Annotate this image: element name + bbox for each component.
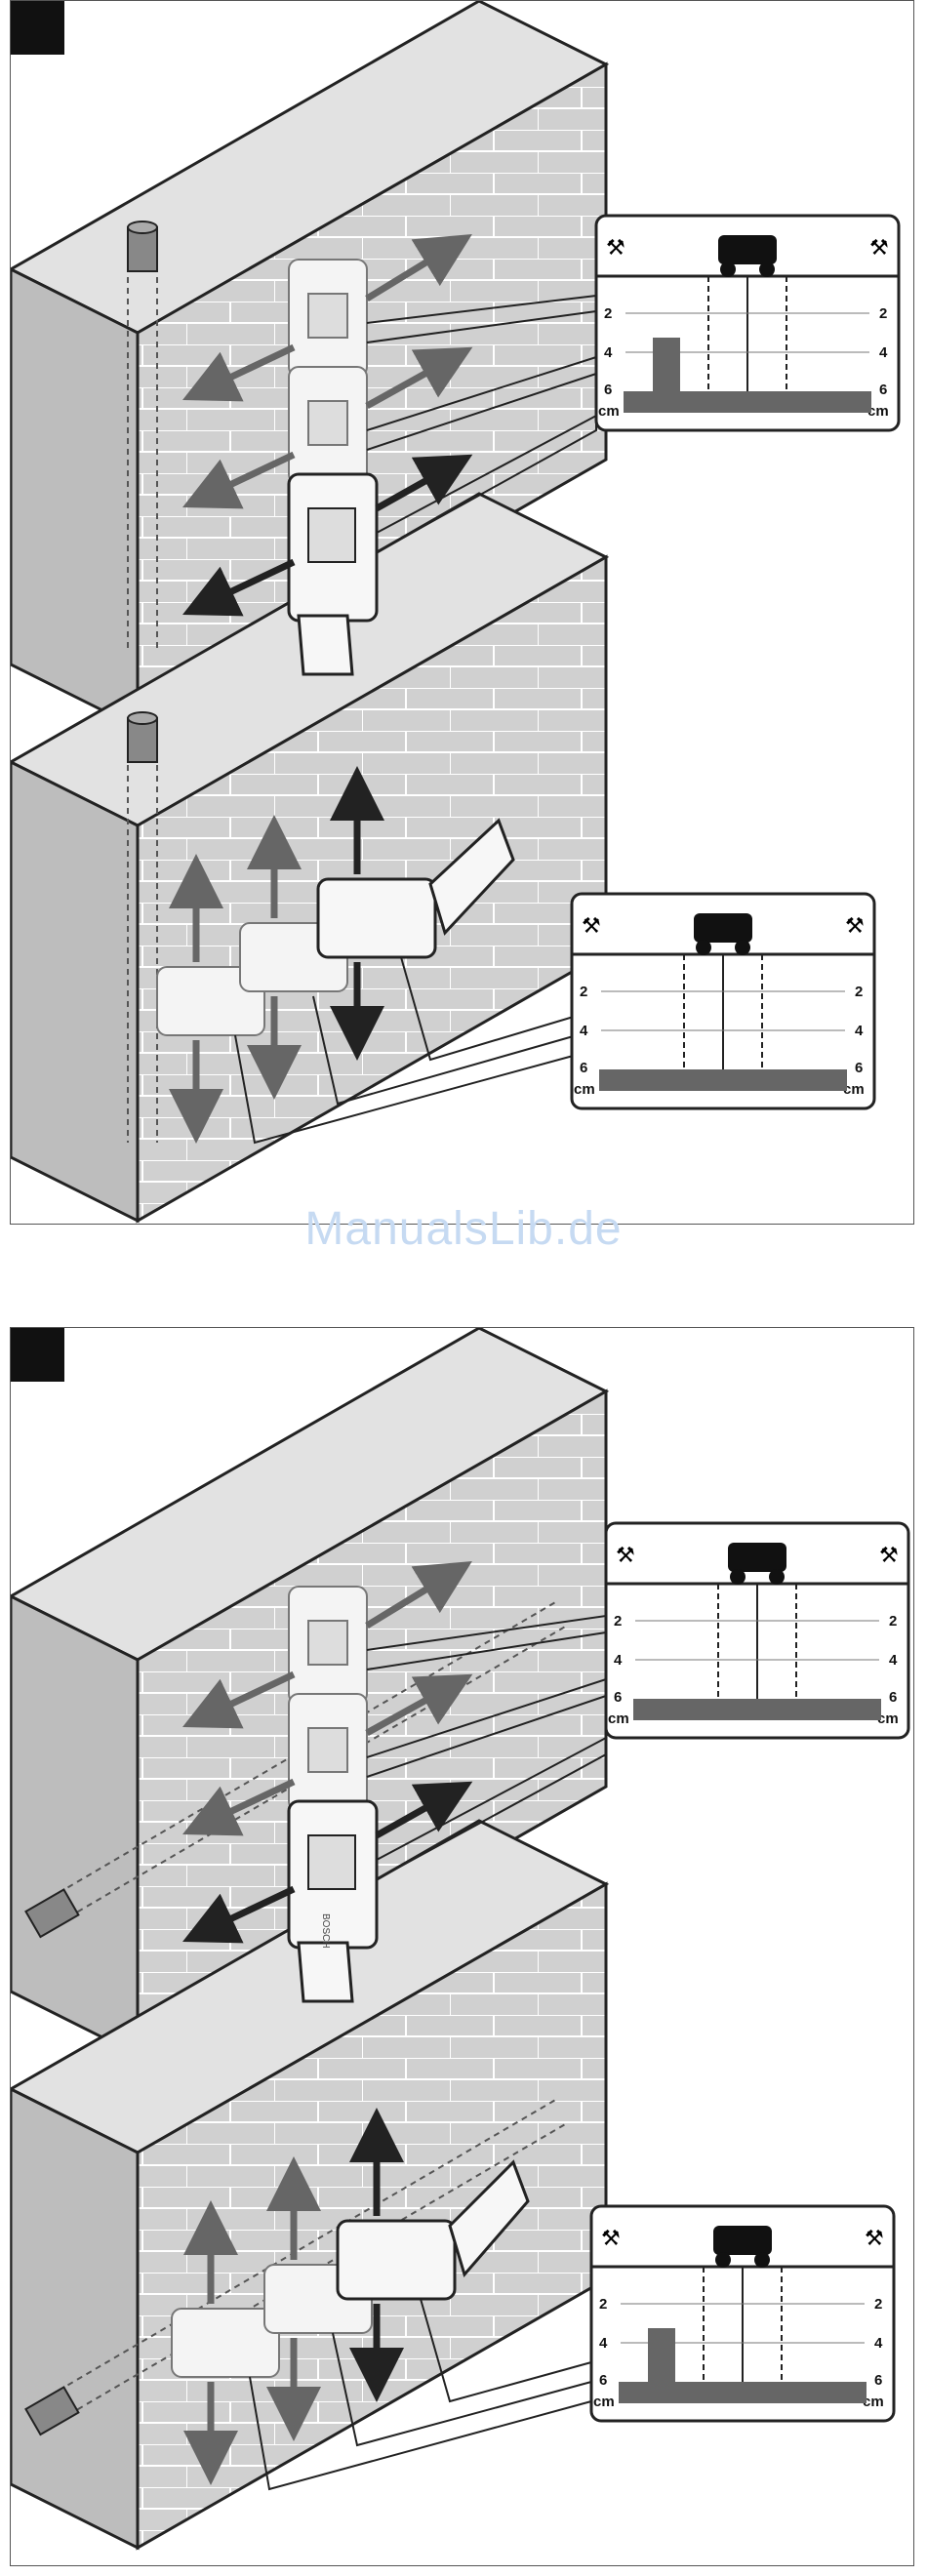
depth-label: 4	[855, 1023, 864, 1039]
device-icon	[713, 2226, 772, 2255]
detector-ghost-2	[289, 367, 367, 484]
display-panel-3: ⚒ ⚒ 2 2 4 4 6 6 cm cm	[606, 1523, 908, 1738]
drill-icon: ⚒	[601, 2226, 621, 2250]
drill-icon: ⚒	[865, 2226, 884, 2250]
depth-label: 2	[874, 2296, 882, 2313]
device-icon	[728, 1543, 786, 1572]
depth-label: 4	[580, 1023, 588, 1039]
display-panel-1: ⚒ ⚒ 2 2 4 4 6 6 cm cm	[596, 216, 899, 430]
drill-icon: ⚒	[606, 235, 625, 260]
depth-label: 6	[855, 1060, 863, 1076]
depth-label: 2	[599, 2296, 607, 2313]
depth-label: 2	[580, 984, 587, 1000]
depth-bar	[619, 2382, 867, 2403]
depth-label: 6	[604, 382, 612, 398]
drill-icon: ⚒	[879, 1543, 899, 1567]
depth-label: 2	[879, 305, 887, 322]
detector-ghost-3	[172, 2309, 279, 2377]
detector-ghost-1	[289, 260, 367, 377]
depth-bar	[633, 1699, 881, 1720]
unit-label: cm	[598, 403, 620, 420]
depth-label: 6	[580, 1060, 587, 1076]
depth-label: 6	[599, 2372, 607, 2389]
depth-label: 6	[874, 2372, 882, 2389]
depth-label: 6	[889, 1689, 897, 1706]
depth-label: 4	[614, 1652, 623, 1669]
display-panel-4: ⚒ ⚒ 2 2 4 4 6 6 cm cm	[591, 2206, 894, 2421]
drill-icon: ⚒	[869, 235, 889, 260]
detector-ghost-1	[289, 1587, 367, 1704]
display-panel-2: ⚒ ⚒ 2 2 4 4 6 6 cm cm	[572, 894, 874, 1108]
depth-label: 2	[614, 1613, 622, 1630]
drill-icon: ⚒	[845, 913, 865, 938]
figure-horizontal-stud: ⚒ ⚒ 2 2 4 4 6 6 cm cm	[10, 1327, 914, 2566]
depth-label: 4	[599, 2335, 608, 2352]
depth-label: 4	[879, 344, 888, 361]
drill-icon: ⚒	[582, 913, 601, 938]
depth-label: 4	[889, 1652, 898, 1669]
depth-label: 2	[889, 1613, 897, 1630]
figure-horizontal-illustration: ⚒ ⚒ 2 2 4 4 6 6 cm cm	[11, 1328, 914, 2566]
depth-label: 2	[604, 305, 612, 322]
depth-label: 4	[604, 344, 613, 361]
stud-bar	[653, 338, 680, 391]
unit-label: cm	[574, 1081, 595, 1098]
depth-label: 2	[855, 984, 863, 1000]
unit-label: cm	[593, 2394, 615, 2410]
watermark: ManualsLib.de	[0, 1202, 927, 1256]
figure-vertical-illustration: ⚒ ⚒ 2 2 4 4 6 6 cm cm	[11, 1, 914, 1225]
drill-icon: ⚒	[616, 1543, 635, 1567]
depth-label: 6	[879, 382, 887, 398]
depth-bar	[599, 1069, 847, 1091]
depth-label: 6	[614, 1689, 622, 1706]
stud-bar	[648, 2328, 675, 2382]
depth-label: 4	[874, 2335, 883, 2352]
detector-ghost-2	[289, 1694, 367, 1811]
device-icon	[718, 235, 777, 264]
figure-vertical-stud: ⚒ ⚒ 2 2 4 4 6 6 cm cm	[10, 0, 914, 1225]
brand-label: BOSCH	[320, 1913, 331, 1949]
device-icon	[694, 913, 752, 943]
depth-bar	[624, 391, 871, 413]
unit-label: cm	[608, 1711, 629, 1727]
